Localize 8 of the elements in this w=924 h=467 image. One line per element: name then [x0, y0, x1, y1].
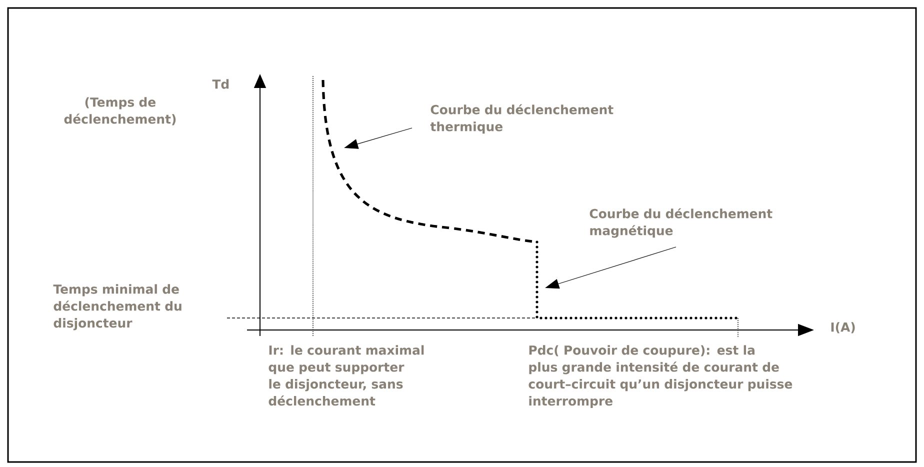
callout-text: Courbe du déclenchement thermique: [430, 104, 614, 134]
axis-note: Ir: le courant maximal que peut supporter le disjoncteur, sans déclenchement: [268, 345, 424, 406]
axis-note: Pdc( Pouvoir de coupure): est la plus grande intensité de courant de court–circuit qu’un disjoncteur puisse interrompre: [528, 345, 792, 408]
axis-label: Td: [212, 79, 229, 89]
callout-text: Courbe du déclenchement magnétique: [590, 208, 772, 238]
axis-label: (Temps de déclenchement): [64, 97, 176, 126]
axis-note: Temps minimal de déclenchement du disjoncteur: [53, 284, 182, 330]
axis-label: I(A): [831, 322, 855, 334]
